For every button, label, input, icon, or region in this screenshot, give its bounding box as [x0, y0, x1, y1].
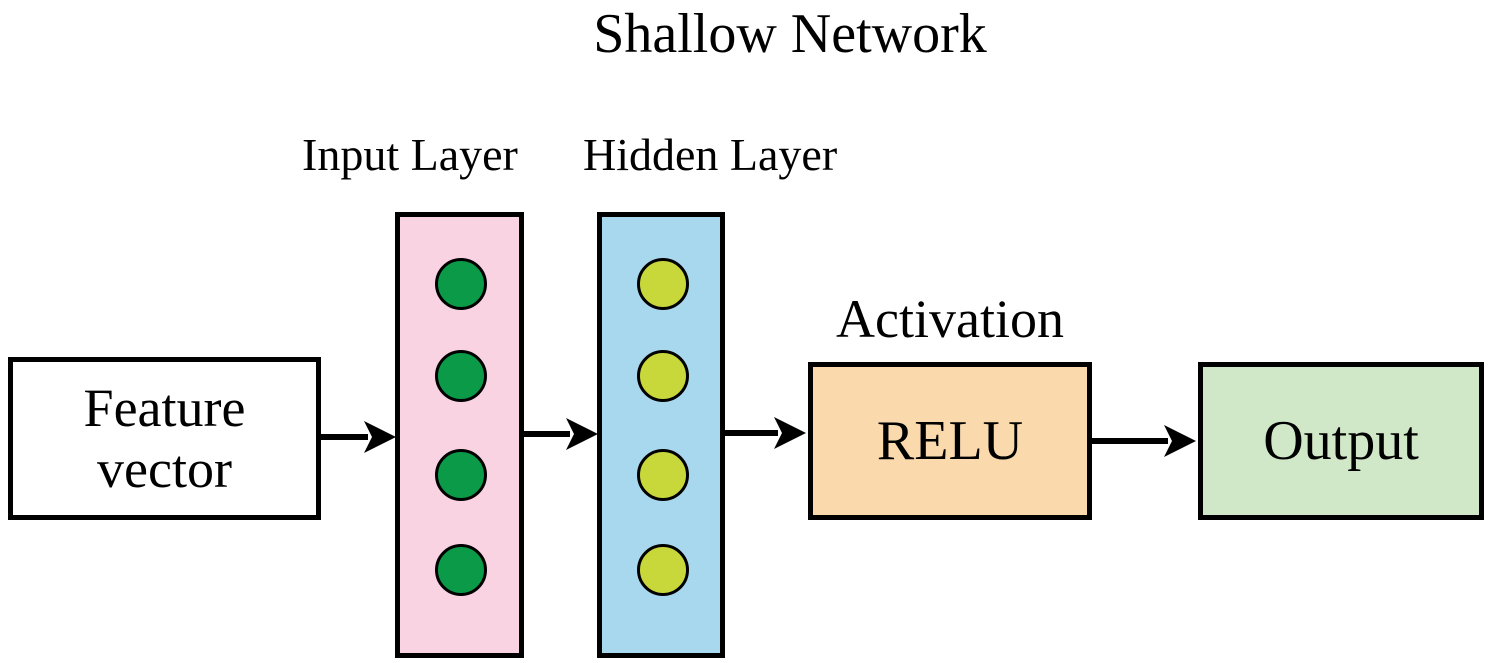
hidden-layer-label: Hidden Layer: [583, 129, 838, 180]
arrow-feature-to-input: [321, 421, 396, 453]
input-node: [435, 258, 487, 310]
hidden-layer-block: [597, 212, 725, 658]
output-text: Output: [1263, 410, 1419, 472]
input-layer-block: [395, 212, 524, 658]
input-node: [435, 544, 487, 596]
output-box: Output: [1198, 362, 1484, 520]
relu-text: RELU: [876, 410, 1024, 472]
feature-vector-line-1: Feature: [83, 378, 246, 439]
arrow-hidden-to-relu: [725, 417, 806, 449]
feature-vector-box: Feature vector: [8, 357, 321, 520]
activation-label: Activation: [836, 289, 1064, 349]
arrow-relu-to-output: [1092, 425, 1196, 457]
input-node: [435, 350, 487, 402]
hidden-node: [637, 544, 689, 596]
arrow-input-to-hidden: [524, 418, 598, 450]
input-node: [435, 449, 487, 501]
diagram-title: Shallow Network: [593, 3, 987, 65]
feature-vector-line-2: vector: [97, 438, 232, 499]
input-layer-label: Input Layer: [302, 129, 518, 180]
hidden-node: [637, 258, 689, 310]
hidden-node: [637, 350, 689, 402]
hidden-node: [637, 449, 689, 501]
feature-vector-text: Feature vector: [84, 378, 246, 499]
relu-box: RELU: [808, 362, 1092, 520]
